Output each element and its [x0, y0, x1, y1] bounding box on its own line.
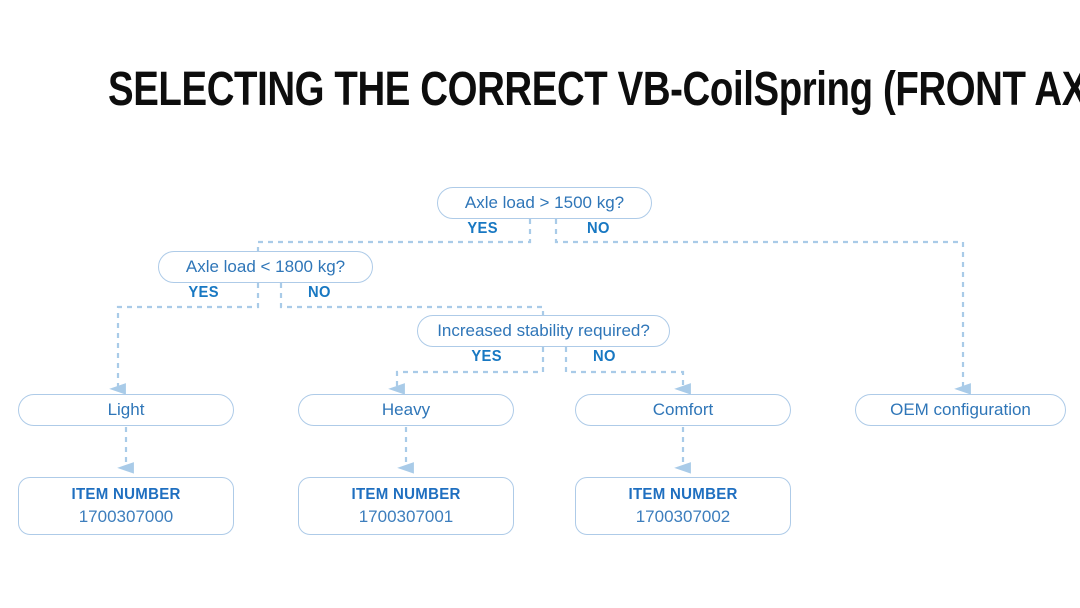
branch-label-d1-yes: YES [467, 220, 498, 237]
result-node-heavy[interactable]: Heavy [298, 394, 514, 426]
branch-label-d3-yes: YES [471, 348, 502, 365]
result-label: Light [107, 400, 145, 419]
branch-label-d3-no: NO [592, 348, 616, 365]
item-number-heading: ITEM NUMBER [351, 485, 461, 503]
item-number-heading: ITEM NUMBER [71, 485, 181, 503]
result-node-oem-configuration[interactable]: OEM configuration [855, 394, 1066, 426]
result-label: Heavy [381, 400, 431, 419]
item-number-box-3[interactable]: ITEM NUMBER 1700307002 [575, 477, 791, 535]
item-number-value: 1700307002 [635, 506, 731, 526]
wire-d3-yes-to-heavy [388, 347, 545, 395]
item-number-box-2[interactable]: ITEM NUMBER 1700307001 [298, 477, 514, 535]
branch-label-d2-no: NO [307, 284, 331, 301]
result-node-comfort[interactable]: Comfort [575, 394, 791, 426]
item-number-heading: ITEM NUMBER [628, 485, 738, 503]
decision-label: Axle load < 1800 kg? [185, 257, 346, 276]
result-label: OEM configuration [890, 400, 1031, 419]
item-number-value: 1700307000 [78, 506, 174, 526]
item-number-box-1[interactable]: ITEM NUMBER 1700307000 [18, 477, 234, 535]
wire-d1-no-to-oem [554, 219, 971, 395]
decision-node-increased-stability[interactable]: Increased stability required? [417, 315, 670, 347]
branch-label-d1-no: NO [586, 220, 610, 237]
decision-node-axle-load-1500[interactable]: Axle load > 1500 kg? [437, 187, 652, 219]
decision-label: Axle load > 1500 kg? [464, 193, 625, 212]
decision-node-axle-load-1800[interactable]: Axle load < 1800 kg? [158, 251, 373, 283]
decision-label: Increased stability required? [437, 321, 650, 340]
wire-d3-no-to-comfort [564, 347, 691, 395]
result-node-light[interactable]: Light [18, 394, 234, 426]
page-title: SELECTING THE CORRECT VB-CoilSpring (FRO… [108, 63, 1080, 116]
item-number-value: 1700307001 [358, 506, 454, 526]
result-label: Comfort [652, 400, 714, 419]
branch-label-d2-yes: YES [188, 284, 219, 301]
